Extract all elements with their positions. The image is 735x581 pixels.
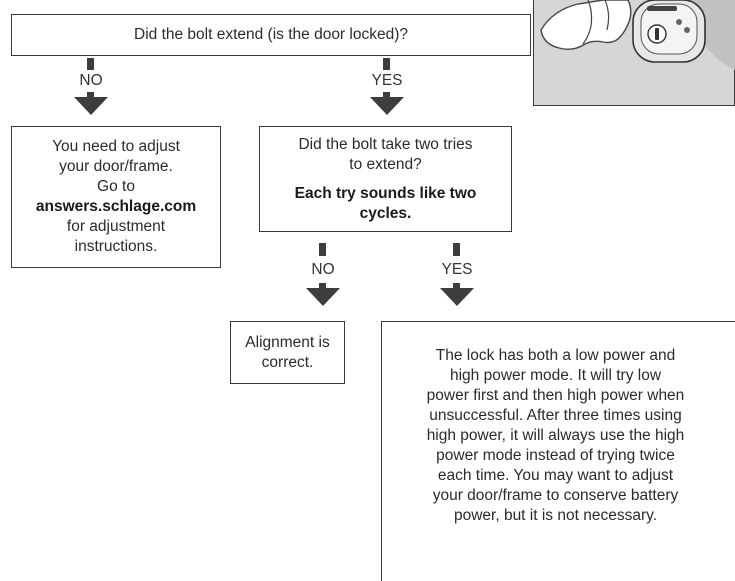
explanation-line-9: power, but it is not necessary. bbox=[453, 507, 658, 524]
adjust-line-4: for adjustment bbox=[66, 218, 166, 235]
question-two-tries-note-1: Each try sounds like two bbox=[294, 184, 477, 202]
branch1-no-label: NO bbox=[79, 72, 103, 89]
branch2-no-label: NO bbox=[311, 261, 335, 278]
branch2-no-stem bbox=[319, 243, 326, 256]
branch2-yes-shaft bbox=[453, 283, 460, 289]
question-bolt-extend-box: Did the bolt extend (is the door locked)… bbox=[11, 14, 531, 56]
alignment-line-2: correct. bbox=[261, 353, 314, 371]
adjust-line-2: your door/frame. bbox=[59, 158, 173, 175]
branch2-no-shaft bbox=[319, 283, 326, 289]
branch2-yes-stem bbox=[453, 243, 460, 256]
branch1-no-shaft bbox=[87, 92, 94, 98]
lock-illustration bbox=[533, 0, 735, 106]
branch1-yes-shaft bbox=[383, 92, 390, 98]
adjust-line-3: Go to bbox=[97, 178, 135, 195]
question-two-tries-note-2: cycles. bbox=[359, 204, 412, 222]
explanation-line-1: The lock has both a low power and bbox=[435, 347, 676, 364]
explanation-line-6: power mode instead of trying twice bbox=[436, 447, 675, 464]
power-mode-explanation-box: The lock has both a low power and high p… bbox=[381, 321, 735, 581]
adjust-line-5: instructions. bbox=[74, 238, 158, 255]
branch1-yes-stem bbox=[383, 58, 390, 70]
question-two-tries-box: Did the bolt take two tries to extend? E… bbox=[259, 126, 512, 232]
branch2-yes-arrow bbox=[440, 288, 474, 306]
explanation-line-5: high power, it will always use the high bbox=[426, 427, 685, 444]
explanation-line-7: each time. You may want to adjust bbox=[437, 467, 674, 484]
question-two-tries-line-1: Did the bolt take two tries bbox=[298, 135, 473, 153]
hand-turning-deadbolt-icon bbox=[533, 0, 735, 106]
adjust-door-box: You need to adjust your door/frame. Go t… bbox=[11, 126, 221, 268]
branch2-yes-label: YES bbox=[441, 261, 473, 278]
explanation-line-2: high power mode. It will try low bbox=[449, 367, 662, 384]
branch1-yes-arrow bbox=[370, 97, 404, 115]
branch2-no-arrow bbox=[306, 288, 340, 306]
explanation-line-4: unsuccessful. After three times using bbox=[429, 407, 682, 424]
question-bolt-extend-text: Did the bolt extend (is the door locked)… bbox=[134, 26, 408, 43]
branch1-yes-label: YES bbox=[371, 72, 403, 89]
question-two-tries-line-2: to extend? bbox=[349, 155, 422, 173]
branch1-no-arrow bbox=[74, 97, 108, 115]
alignment-line-1: Alignment is bbox=[245, 333, 330, 351]
schlage-answers-link[interactable]: answers.schlage.com bbox=[35, 198, 197, 215]
adjust-line-1: You need to adjust bbox=[52, 138, 180, 155]
alignment-correct-box: Alignment is correct. bbox=[230, 321, 345, 384]
branch1-no-stem bbox=[87, 58, 94, 70]
explanation-line-3: power first and then high power when bbox=[426, 387, 685, 404]
explanation-line-8: your door/frame to conserve battery bbox=[432, 487, 679, 504]
